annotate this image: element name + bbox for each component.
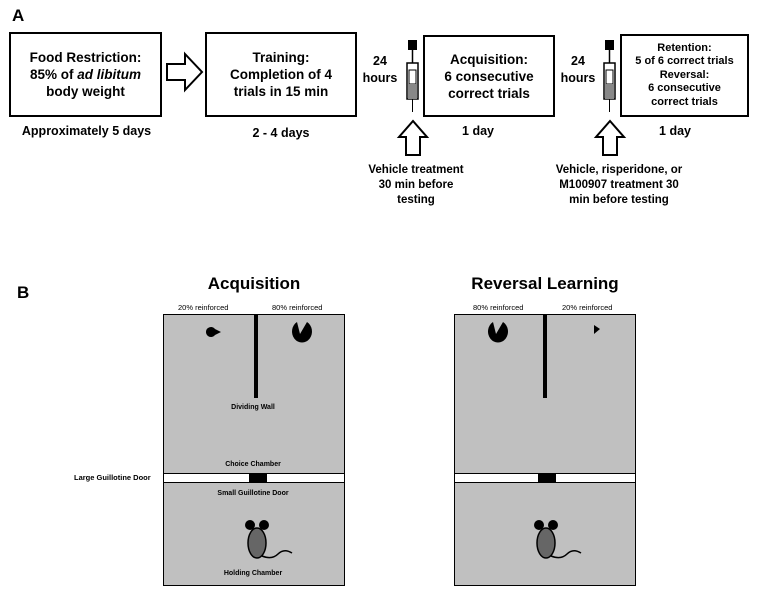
syringe-icon-2 [603, 40, 616, 112]
dividing-wall-label: Dividing Wall [231, 404, 275, 411]
small-guillotine-door-label: Small Guillotine Door [217, 490, 289, 497]
holding-chamber-label: Holding Chamber [223, 570, 283, 577]
left-apparatus-right-reinforced: 80% reinforced [272, 303, 323, 312]
left-small-guillotine-door [249, 473, 267, 483]
treatment1-line3: testing [397, 194, 435, 206]
large-guillotine-door-label: Large Guillotine Door [74, 473, 151, 482]
retention-line3: Reversal: [659, 68, 710, 81]
panel-b-letter: B [17, 283, 30, 302]
food-restriction-box: Food Restriction: 85% of ad libitum body… [9, 32, 162, 117]
training-line1: Training: [252, 50, 310, 65]
food-restriction-line2: 85% of ad libitum [30, 66, 141, 83]
treatment2-text: Vehicle, risperidone, or M100907 treatme… [544, 163, 694, 208]
acquisition-box: Acquisition: 6 consecutive correct trial… [423, 35, 555, 117]
panel-a-letter: A [12, 6, 25, 25]
treatment1-line2: 30 min before [378, 179, 454, 191]
treatment2-line3: min before testing [569, 194, 669, 206]
treatment1-text: Vehicle treatment 30 min before testing [352, 163, 480, 208]
ad-libitum-text: ad libitum [77, 67, 141, 82]
right-apparatus-left-reinforced: 80% reinforced [473, 303, 524, 312]
food-restriction-caption: Approximately 5 days [21, 124, 152, 138]
acquisition-line1: Acquisition: [450, 51, 528, 67]
training-caption: 2 - 4 days [252, 126, 310, 140]
syringe-icon-1 [406, 40, 419, 112]
retention-reversal-box: Retention: 5 of 6 correct trials Reversa… [620, 34, 749, 117]
training-box: Training: Completion of 4 trials in 15 m… [205, 32, 357, 117]
right-holding-chamber [454, 482, 636, 586]
food-restriction-line3: body weight [46, 84, 125, 99]
right-small-guillotine-door [538, 473, 556, 483]
gap1-hours-label: 24 hours [358, 53, 402, 87]
gap1-line1: 24 [373, 54, 387, 68]
gap2-hours-label: 24 hours [556, 53, 600, 87]
training-line2: Completion of 4 [230, 67, 332, 82]
gap2-line1: 24 [571, 54, 585, 68]
food-restriction-line2-pre: 85% of [29, 67, 78, 82]
gap1-line2: hours [362, 71, 398, 85]
treatment1-line1: Vehicle treatment [368, 164, 464, 176]
retention-line4: 6 consecutive [648, 82, 721, 95]
right-apparatus-right-reinforced: 20% reinforced [562, 303, 613, 312]
retention-line1: Retention: [657, 41, 712, 54]
choice-chamber-label: Choice Chamber [225, 461, 281, 468]
treatment2-line2: M100907 treatment 30 [559, 179, 679, 191]
gap2-line2: hours [560, 71, 596, 85]
acquisition-caption: 1 day [462, 124, 494, 138]
treatment2-line1: Vehicle, risperidone, or [555, 164, 683, 176]
training-line3: trials in 15 min [233, 84, 329, 99]
reversal-learning-title: Reversal Learning [471, 274, 619, 293]
left-choice-chamber [163, 314, 345, 474]
right-arrow-icon [166, 51, 204, 93]
retention-caption: 1 day [659, 124, 691, 138]
acquisition-line3: correct trials [448, 85, 530, 101]
acquisition-line2: 6 consecutive [444, 68, 534, 84]
right-choice-chamber [454, 314, 636, 474]
retention-line2: 5 of 6 correct trials [635, 55, 734, 68]
retention-line5: correct trials [651, 95, 718, 108]
food-restriction-line1: Food Restriction: [29, 50, 142, 65]
left-apparatus-left-reinforced: 20% reinforced [178, 303, 229, 312]
acquisition-title: Acquisition [207, 274, 301, 293]
